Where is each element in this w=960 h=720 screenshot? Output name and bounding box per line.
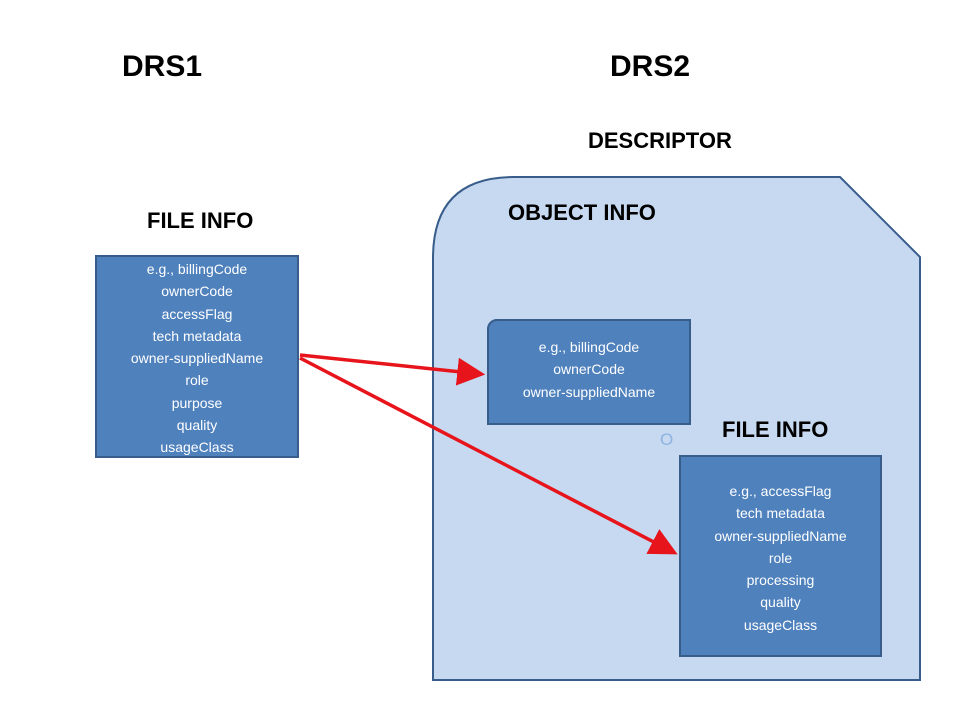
file-info-left-line: tech metadata: [152, 327, 242, 344]
object-info-line: owner-suppliedName: [522, 383, 656, 400]
object-info-line: e.g., billingCode: [538, 339, 640, 355]
file-info-right-line: usageClass: [743, 616, 818, 633]
cardinality-label: O: [660, 430, 674, 449]
arrow-to-object-info: [299, 353, 486, 386]
file-info-left-title: FILE INFO: [147, 208, 254, 233]
file-info-left-line: usageClass: [160, 439, 234, 456]
file-info-right-line: role: [768, 549, 793, 566]
file-info-left-box: e.g., billingCode ownerCode accessFlag t…: [95, 255, 299, 458]
drs1-title: DRS1: [122, 50, 203, 83]
file-info-right-line: e.g., accessFlag: [729, 483, 832, 499]
file-info-right-box: e.g., accessFlag tech metadata owner-sup…: [679, 455, 882, 657]
file-info-right-title: FILE INFO: [722, 417, 829, 442]
file-info-right-line: processing: [746, 572, 815, 589]
file-info-left-line: owner-suppliedName: [130, 350, 264, 367]
file-info-left-line: role: [185, 372, 209, 389]
arrow-to-file-info: [299, 356, 678, 555]
file-info-left-line: accessFlag: [161, 305, 233, 322]
descriptor-title: DESCRIPTOR: [588, 128, 732, 153]
file-info-left-line: ownerCode: [161, 283, 233, 300]
drs2-title: DRS2: [610, 50, 691, 83]
file-info-right-line: owner-suppliedName: [714, 527, 847, 544]
file-info-left-line: quality: [176, 417, 218, 434]
file-info-right-line: quality: [760, 594, 801, 611]
file-info-right-line: tech metadata: [736, 505, 825, 522]
object-info-line: ownerCode: [553, 361, 625, 378]
object-info-box: e.g., billingCode ownerCode owner-suppli…: [487, 319, 691, 425]
file-info-left-line: e.g., billingCode: [146, 261, 248, 277]
file-info-left-line: purpose: [171, 394, 223, 411]
object-info-title: OBJECT INFO: [508, 200, 656, 225]
